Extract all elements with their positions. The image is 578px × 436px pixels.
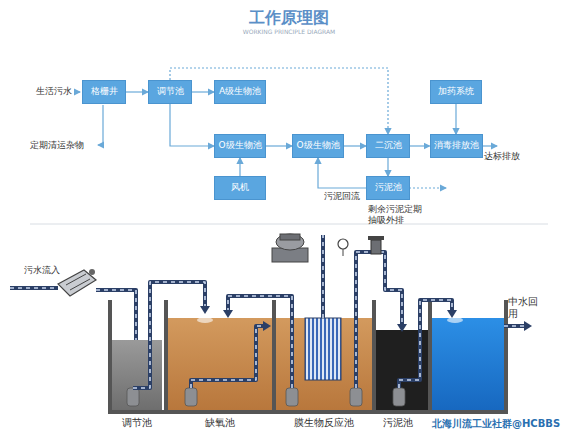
process-box: O级生物池	[214, 134, 266, 158]
flow-arrow	[455, 104, 456, 134]
box-text: 调节池	[157, 87, 184, 97]
tank-label: 调节池	[112, 417, 162, 429]
process-box: 污泥池	[366, 176, 410, 200]
inflow-label: 污水流入	[24, 265, 60, 276]
box-text: 污泥池	[375, 183, 402, 193]
output-label: 剩余污泥定期抽吸外排	[368, 204, 426, 226]
flow-arrow	[344, 145, 366, 146]
blower-gauge-valve	[272, 234, 384, 262]
diagram-title: 工作原理图	[0, 8, 578, 29]
edge-label: 污泥回流	[323, 191, 361, 202]
tank-label: 膜生物反应池	[276, 417, 372, 429]
box-text: O级生物池	[296, 141, 339, 151]
flow-arrow	[266, 145, 292, 146]
flow-arrow	[126, 91, 148, 92]
process-box: 加药系统	[430, 80, 482, 104]
box-text: 二沉池	[375, 141, 402, 151]
process-box: 格栅井	[82, 80, 126, 104]
flow-arrow	[318, 158, 366, 188]
process-box: 消毒排放池	[430, 134, 483, 158]
box-text: 风机	[231, 183, 249, 193]
box-text: A级生物池	[219, 87, 261, 97]
box-text: 格栅井	[91, 87, 118, 97]
tanks	[110, 300, 506, 412]
process-box: 风机	[214, 176, 266, 200]
flow-arrow	[239, 158, 240, 176]
process-box: 二沉池	[366, 134, 410, 158]
pumps	[127, 388, 405, 406]
box-text: 加药系统	[438, 87, 474, 97]
flow-arrow	[170, 68, 388, 134]
tank-label: 污泥池	[368, 417, 428, 429]
screen-inlet	[58, 269, 96, 296]
box-text: O级生物池	[218, 141, 261, 151]
flow-arrow	[387, 158, 388, 176]
separator	[30, 224, 548, 225]
flow-arrow	[170, 104, 214, 146]
process-box: O级生物池	[292, 134, 344, 158]
flow-arrow	[192, 91, 214, 92]
leader-lines	[74, 92, 497, 188]
output-label: 定期清运杂物	[30, 140, 84, 151]
watermark: 北海川流工业社群@HCBBS	[432, 418, 560, 430]
flow-arrow	[410, 145, 430, 146]
input-label: 生活污水	[36, 86, 72, 97]
output-label: 达标排放	[484, 151, 520, 162]
reuse-label: 中水回用	[508, 296, 540, 320]
label-subtitle: WORKING PRINCIPLE DIAGRAM	[0, 28, 578, 35]
process-box: 调节池	[148, 80, 192, 104]
tank-label: 缺氧池	[168, 417, 272, 429]
box-text: 消毒排放池	[434, 141, 479, 151]
process-box: A级生物池	[214, 80, 266, 104]
pipes	[10, 235, 532, 388]
